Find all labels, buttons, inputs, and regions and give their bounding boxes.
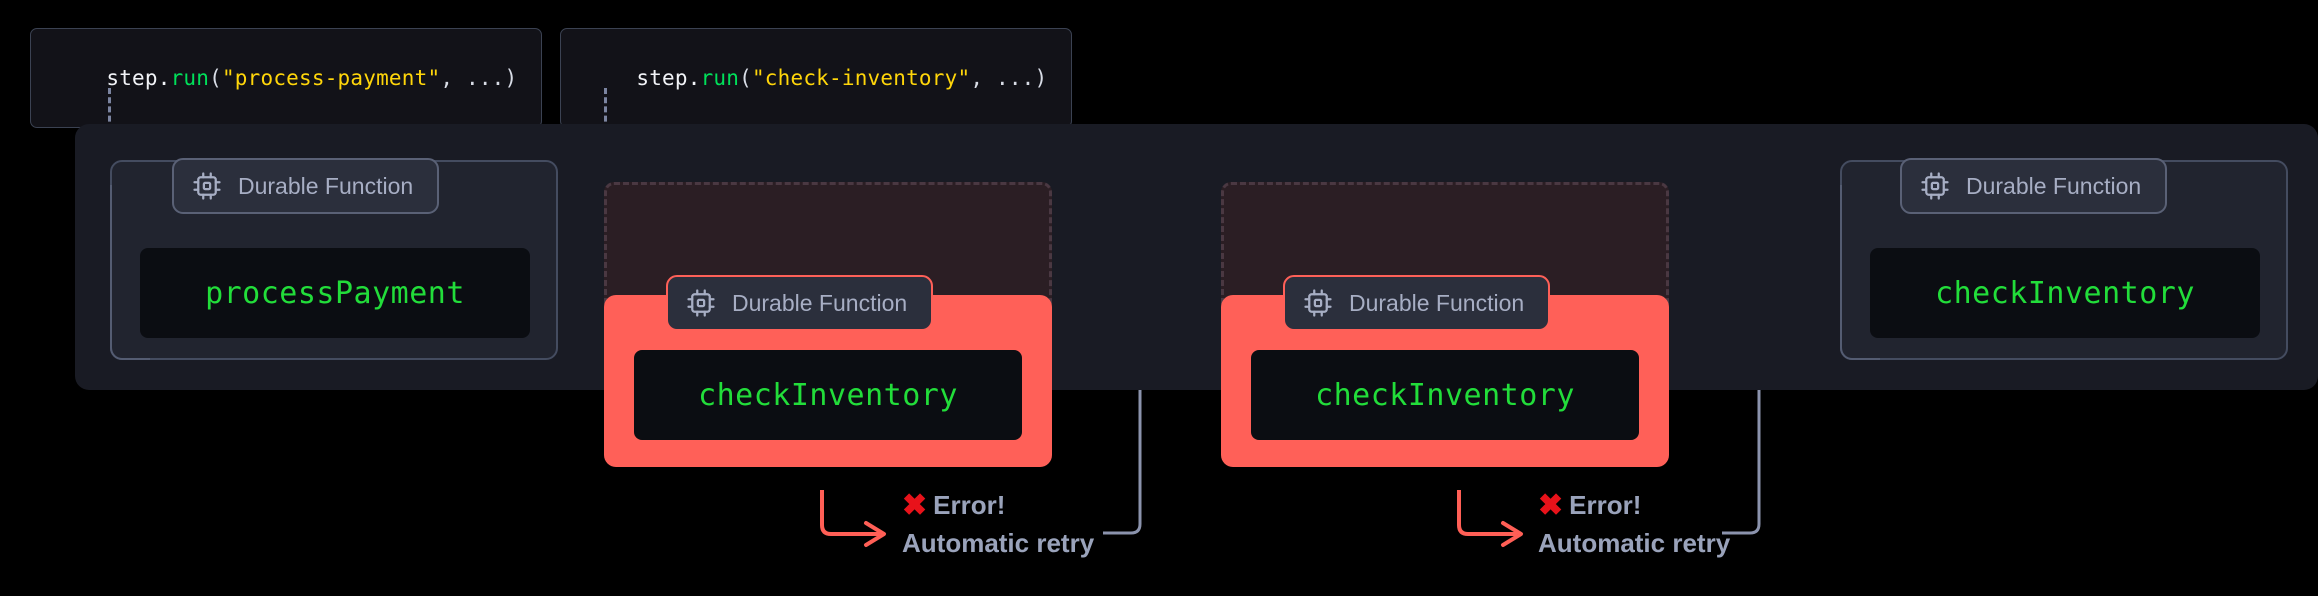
error-annotation-1: ✖ Error! Automatic retry [902,490,1094,559]
step-4-durable-function-badge[interactable]: Durable Function [1900,158,2168,214]
step-4-elbow [1840,185,1880,360]
step-3-badge-label: Durable Function [1349,289,1525,316]
step-4-function-name: checkInventory [1870,248,2260,338]
step-1-function-name: processPayment [140,248,530,338]
callout-2-open: ( [739,66,752,90]
callout-check-inventory: step.run("check-inventory", ...) [560,28,1073,128]
callout-2-prefix: step. [636,66,701,90]
cpu-icon [192,171,222,201]
error-1-title: Error! [933,490,1006,520]
step-1-elbow [110,185,150,360]
error-2-title: Error! [1569,490,1642,520]
cpu-icon [1920,171,1950,201]
error-elbow-1 [820,490,880,536]
step-1-function-name-text: processPayment [205,275,465,311]
step-4-badge-label: Durable Function [1966,172,2142,199]
callout-2-arg: "check-inventory" [751,66,971,90]
callout-1-rest: , ...) [440,66,518,90]
callout-process-payment: step.run("process-payment", ...) [30,28,543,128]
error-elbow-2 [1457,490,1517,536]
step-3-durable-function-badge[interactable]: Durable Function [1283,275,1551,331]
step-4-function-name-text: checkInventory [1935,275,2195,311]
step-1-durable-function-badge[interactable]: Durable Function [172,158,440,214]
callout-2-fn: run [700,66,740,90]
error-elbow-1-head [864,521,886,547]
step-2-badge-label: Durable Function [732,289,908,316]
callout-1-fn: run [170,66,210,90]
cpu-icon [686,288,716,318]
step-2-function-name: checkInventory [634,350,1022,440]
step-2-durable-function-badge[interactable]: Durable Function [666,275,934,331]
error-2-subtitle: Automatic retry [1538,528,1731,558]
step-1-badge-label: Durable Function [238,172,414,199]
callout-2-rest: , ...) [970,66,1048,90]
cpu-icon [1303,288,1333,318]
step-2-function-name-text: checkInventory [698,377,958,413]
callout-1-prefix: step. [106,66,171,90]
callout-1-open: ( [209,66,222,90]
error-1-title-row: ✖ Error! [902,490,1094,521]
callout-1-arg: "process-payment" [221,66,441,90]
step-3-function-name: checkInventory [1251,350,1639,440]
error-elbow-2-head [1501,521,1523,547]
error-x-icon: ✖ [902,488,928,522]
error-1-subtitle: Automatic retry [902,528,1095,558]
error-2-title-row: ✖ Error! [1538,490,1730,521]
error-annotation-2: ✖ Error! Automatic retry [1538,490,1730,559]
step-3-function-name-text: checkInventory [1315,377,1575,413]
error-x-icon: ✖ [1538,488,1564,522]
